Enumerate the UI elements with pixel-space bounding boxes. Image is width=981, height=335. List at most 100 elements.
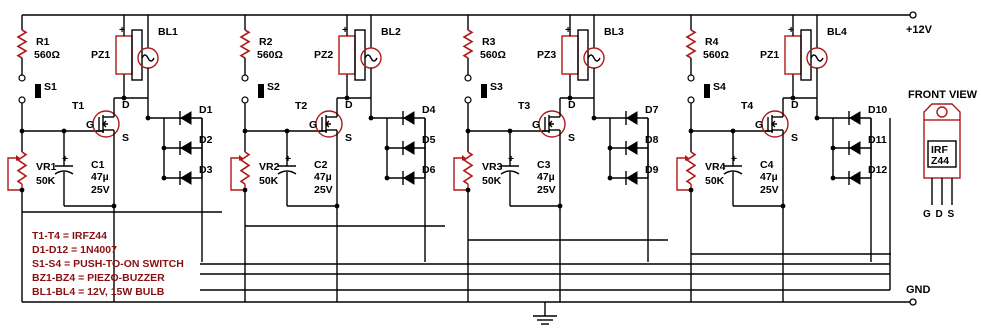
- potentiometer: [239, 151, 251, 185]
- resistor-label: R3: [482, 36, 496, 48]
- pot-label: VR1: [36, 161, 57, 173]
- diode-label: D1: [199, 104, 213, 116]
- buzzer-plus: +: [565, 24, 571, 36]
- stage-2: R2560ΩS2VR250K+C247µ25VT2GDS+PZ2BL2D4D5D…: [230, 15, 436, 302]
- mosfet: [92, 108, 120, 140]
- resistor-value: 560Ω: [257, 49, 283, 61]
- cap-voltage: 25V: [91, 184, 110, 196]
- source-pin: S: [345, 132, 352, 144]
- front-view-title: FRONT VIEW: [908, 89, 978, 101]
- pot-value: 50K: [482, 175, 502, 187]
- cap-voltage: 25V: [760, 184, 779, 196]
- switch-label: S3: [490, 81, 503, 93]
- bulb-label: BL1: [158, 26, 178, 38]
- parts-list-item: S1-S4 = PUSH-TO-ON SWITCH: [32, 258, 184, 270]
- diode: D6: [402, 164, 436, 185]
- pot-value: 50K: [259, 175, 279, 187]
- stage-4: R4560ΩS4VR450K+C447µ25VT4GDS+PZ1BL4D10D1…: [676, 15, 887, 302]
- buzzer-label: PZ1: [760, 49, 779, 61]
- diode: D3: [179, 164, 213, 185]
- stage-3: R3560ΩS3VR350K+C347µ25VT3GDS+PZ3BL3D7D8D…: [453, 15, 659, 302]
- diode-label: D4: [422, 104, 436, 116]
- buzzer-plus: +: [342, 24, 348, 36]
- diode: D1: [179, 104, 213, 125]
- cap-label: C1: [91, 159, 105, 171]
- pot-value: 50K: [36, 175, 56, 187]
- buzzer-label: PZ1: [91, 49, 110, 61]
- switch-contact: [241, 96, 249, 104]
- resistor-value: 560Ω: [703, 49, 729, 61]
- pot-label: VR4: [705, 161, 726, 173]
- transistor-label: T3: [518, 100, 530, 112]
- switch-button: [258, 84, 264, 98]
- package-pin-labels: G D S: [923, 209, 955, 220]
- diode: D12: [848, 164, 887, 185]
- diode-label: D3: [199, 164, 213, 176]
- piezo-buzzer: [338, 35, 356, 75]
- supply-label: +12V: [906, 24, 933, 36]
- diode: D10: [848, 104, 887, 125]
- potentiometer: [16, 151, 28, 185]
- gate-pin: G: [309, 119, 317, 131]
- potentiometer: [462, 151, 474, 185]
- mosfet: [538, 108, 566, 140]
- supply-rail: [22, 11, 917, 19]
- buzzer-label: PZ2: [314, 49, 333, 61]
- resistor: [685, 29, 697, 59]
- cap-plus: +: [285, 153, 291, 165]
- parts-list: T1-T4 = IRFZ44 D1-D12 = 1N4007 S1-S4 = P…: [32, 230, 184, 298]
- bulb-label: BL2: [381, 26, 401, 38]
- switch-contact: [687, 96, 695, 104]
- cap-voltage: 25V: [537, 184, 556, 196]
- cap-plus: +: [62, 153, 68, 165]
- switch-contact: [464, 74, 472, 82]
- resistor-label: R1: [36, 36, 50, 48]
- mosfet: [315, 108, 343, 140]
- gate-pin: G: [86, 119, 94, 131]
- diode: D8: [625, 134, 659, 155]
- resistor-label: R2: [259, 36, 273, 48]
- cap-plus: +: [731, 153, 737, 165]
- cap-label: C2: [314, 159, 328, 171]
- diode: D5: [402, 134, 436, 155]
- cap-label: C4: [760, 159, 774, 171]
- package-label-z44: Z44: [931, 155, 949, 167]
- buzzer-plus: +: [788, 24, 794, 36]
- piezo-buzzer: [561, 35, 579, 75]
- diode-label: D7: [645, 104, 659, 116]
- pot-label: VR2: [259, 161, 280, 173]
- transistor-label: T1: [72, 100, 84, 112]
- pot-value: 50K: [705, 175, 725, 187]
- diode: D9: [625, 164, 659, 185]
- switch-button: [481, 84, 487, 98]
- resistor: [239, 29, 251, 59]
- switch-label: S1: [44, 81, 57, 93]
- resistor-value: 560Ω: [480, 49, 506, 61]
- ground-label: GND: [906, 284, 931, 296]
- resistor-label: R4: [705, 36, 719, 48]
- buzzer-plus: +: [119, 24, 125, 36]
- cap-label: C3: [537, 159, 551, 171]
- diode-label: D10: [868, 104, 887, 116]
- switch-label: S4: [713, 81, 726, 93]
- diode: D7: [625, 104, 659, 125]
- cap-value: 47µ: [91, 171, 109, 183]
- parts-list-item: T1-T4 = IRFZ44: [32, 230, 107, 242]
- diode-label: D6: [422, 164, 436, 176]
- drain-pin: D: [568, 99, 576, 111]
- source-pin: S: [791, 132, 798, 144]
- switch-contact: [18, 96, 26, 104]
- parts-list-item: BL1-BL4 = 12V, 15W BULB: [32, 286, 165, 298]
- potentiometer: [685, 151, 697, 185]
- bulb-label: BL3: [604, 26, 624, 38]
- stage-1: R1560ΩS1VR150K+C147µ25VT1GDS+PZ1BL1D1D2D…: [7, 15, 213, 302]
- drain-pin: D: [122, 99, 130, 111]
- diode-label: D5: [422, 134, 436, 146]
- switch-button: [704, 84, 710, 98]
- diode-label: D11: [868, 134, 887, 146]
- switch-contact: [18, 74, 26, 82]
- cap-value: 47µ: [314, 171, 332, 183]
- resistor: [462, 29, 474, 59]
- diode-label: D9: [645, 164, 659, 176]
- parts-list-item: D1-D12 = 1N4007: [32, 244, 117, 256]
